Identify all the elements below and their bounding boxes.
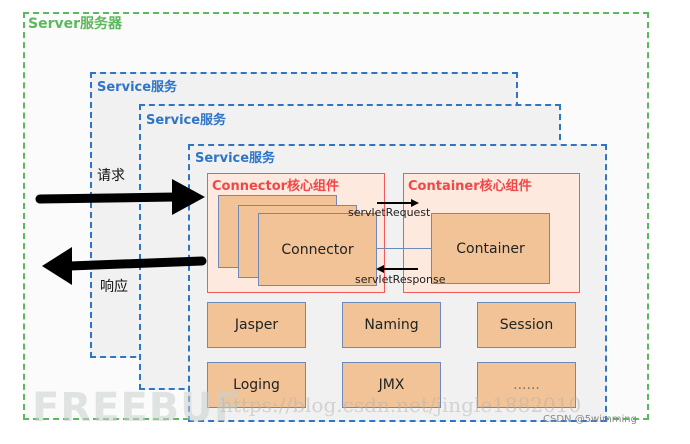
component-jmx: JMX [342,362,441,408]
component-session: Session [477,302,576,348]
connector-container-link [377,248,431,249]
connector-box: Connector [258,213,377,286]
freebuf-watermark: FREEBUF [32,385,243,431]
servlet-request-label: servletRequest [348,206,431,219]
container-label: Container [456,240,525,257]
service-title-3: Service服务 [195,151,276,166]
connector-group-title: Connector核心组件 [212,179,340,194]
request-arrow-icon [35,192,180,204]
server-title: Server服务器 [28,16,123,32]
container-box: Container [431,213,550,284]
response-label: 响应 [100,279,128,295]
component-more: ...... [477,362,576,408]
response-arrow-head-icon [42,247,72,285]
servlet-request-arrow-icon [377,199,419,207]
response-arrow-icon [65,256,207,271]
request-arrow-head-icon [172,179,205,215]
csdn-watermark: CSDN @5wimming [543,414,637,425]
connector-label: Connector [281,241,354,258]
component-naming: Naming [342,302,441,348]
service-title-2: Service服务 [146,113,227,128]
url-watermark: https://blog.csdn.net/jingle1882010 [220,393,582,417]
client-flow-arrows [35,179,207,285]
request-label: 请求 [97,168,125,184]
servlet-response-arrow-icon [376,265,418,273]
servlet-response-label: servletResponse [355,273,446,286]
component-loging: Loging [207,362,306,408]
service-title-1: Service服务 [97,80,178,95]
component-jasper: Jasper [207,302,306,348]
container-group-title: Container核心组件 [408,179,532,194]
